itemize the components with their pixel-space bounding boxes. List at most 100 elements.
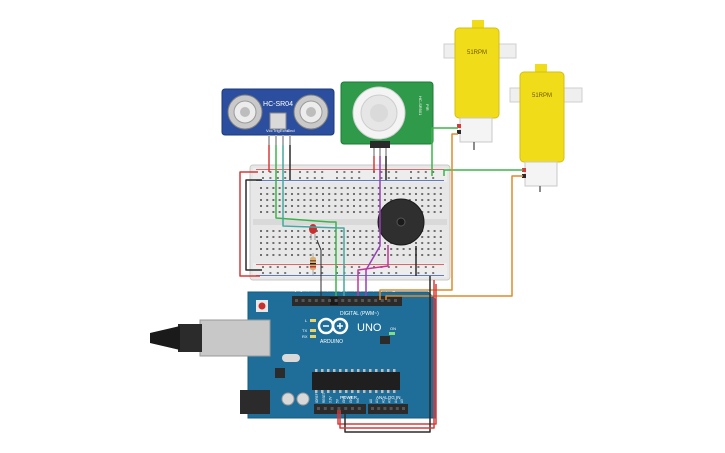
sr04-pin-echo: Echo: [280, 128, 290, 133]
wire-pir-out: [365, 156, 381, 296]
breadboard-hole: [353, 236, 355, 238]
breadboard-hole: [340, 187, 343, 189]
breadboard-hole: [284, 272, 287, 274]
breadboard-hole: [266, 230, 269, 232]
breadboard-hole: [336, 266, 338, 268]
breadboard-hole: [377, 230, 380, 232]
breadboard-hole: [353, 248, 355, 250]
breadboard-hole: [284, 171, 287, 173]
breadboard-hole: [433, 236, 436, 238]
breadboard-hole: [384, 248, 386, 250]
breadboard-hole: [291, 211, 293, 213]
breadboard-hole: [439, 211, 442, 213]
breadboard-hole: [272, 248, 275, 250]
breadboard-hole: [309, 242, 312, 244]
breadboard-hole: [278, 236, 281, 238]
chip-pin: [339, 390, 342, 393]
breadboard-hole: [284, 254, 287, 256]
breadboard-hole: [334, 187, 337, 189]
digital-pin-hole: [308, 299, 312, 302]
breadboard-hole: [371, 230, 374, 232]
breadboard-hole: [260, 199, 262, 201]
breadboard-hole: [346, 199, 349, 201]
chip-pin: [381, 369, 384, 372]
breadboard-hole: [284, 230, 287, 232]
sr04-pin-trig: Trig: [273, 128, 280, 133]
breadboard-hole: [272, 254, 275, 256]
breadboard-hole: [395, 272, 398, 274]
breadboard-hole: [421, 187, 424, 189]
model-label: UNO: [357, 322, 382, 334]
breadboard-hole: [309, 254, 312, 256]
breadboard-hole: [291, 230, 293, 232]
breadboard-hole: [297, 230, 300, 232]
digital-pin-hole: [321, 299, 325, 302]
breadboard-hole: [276, 266, 279, 268]
breadboard-hole: [284, 205, 287, 207]
breadboard-hole: [340, 230, 343, 232]
breadboard-hole: [377, 187, 380, 189]
digital-pin-hole: [295, 299, 298, 302]
breadboard-hole: [313, 272, 316, 274]
digital-pin-hole: [334, 299, 338, 302]
breadboard-hole: [262, 177, 264, 179]
breadboard-hole: [433, 199, 436, 201]
breadboard-hole: [315, 187, 318, 189]
breadboard-hole: [359, 193, 362, 195]
breadboard-hole: [359, 248, 362, 250]
power-pin-label: 3.3V: [329, 396, 333, 403]
digital-pin-hole: [354, 299, 358, 302]
breadboard-hole: [358, 272, 361, 274]
breadboard-hole: [353, 211, 355, 213]
digital-pin-hole: [394, 299, 397, 302]
breadboard-hole: [380, 272, 383, 274]
tx-label: TX: [302, 328, 307, 333]
breadboard-hole: [328, 193, 331, 195]
breadboard-hole: [417, 266, 420, 268]
breadboard-hole: [359, 254, 362, 256]
chip-pin: [339, 369, 342, 372]
breadboard-hole: [313, 171, 316, 173]
analog-pin-hole: [383, 407, 387, 410]
breadboard-hole: [266, 248, 269, 250]
breadboard-hole: [297, 242, 300, 244]
breadboard-hole: [421, 199, 424, 201]
breadboard-hole: [334, 193, 337, 195]
power-pin-hole: [344, 407, 348, 410]
breadboard-hole: [390, 248, 393, 250]
breadboard-hole: [432, 171, 435, 173]
breadboard-hole: [284, 236, 287, 238]
breadboard-hole: [408, 199, 411, 201]
breadboard-hole: [315, 236, 318, 238]
breadboard-hole: [365, 205, 368, 207]
chip-pin: [387, 390, 390, 393]
breadboard-hole: [328, 248, 331, 250]
analog-pin-hole: [389, 407, 393, 410]
breadboard-hole: [359, 242, 362, 244]
breadboard-hole: [346, 242, 349, 244]
breadboard-hole: [284, 187, 287, 189]
breadboard-hole: [346, 205, 349, 207]
sr04-model-label: HC-SR04: [263, 101, 293, 108]
breadboard-hole: [377, 254, 380, 256]
breadboard-hole: [380, 177, 383, 179]
breadboard-hole: [387, 171, 390, 173]
breadboard-hole: [408, 248, 411, 250]
breadboard-hole: [373, 177, 375, 179]
breadboard-hole: [321, 272, 324, 274]
breadboard-hole: [269, 266, 272, 268]
breadboard-hole: [433, 187, 436, 189]
breadboard-hole: [377, 242, 380, 244]
breadboard-hole: [278, 187, 281, 189]
breadboard-hole: [433, 193, 436, 195]
breadboard-hole: [439, 230, 442, 232]
chip-pin: [327, 390, 330, 393]
chip-pin: [333, 390, 336, 393]
breadboard-hole: [297, 187, 300, 189]
breadboard-hole: [433, 248, 436, 250]
breadboard-hole: [373, 272, 375, 274]
breadboard-hole: [322, 242, 324, 244]
analog-pin-hole: [371, 407, 374, 410]
breadboard-hole: [266, 187, 269, 189]
breadboard-hole: [371, 248, 374, 250]
